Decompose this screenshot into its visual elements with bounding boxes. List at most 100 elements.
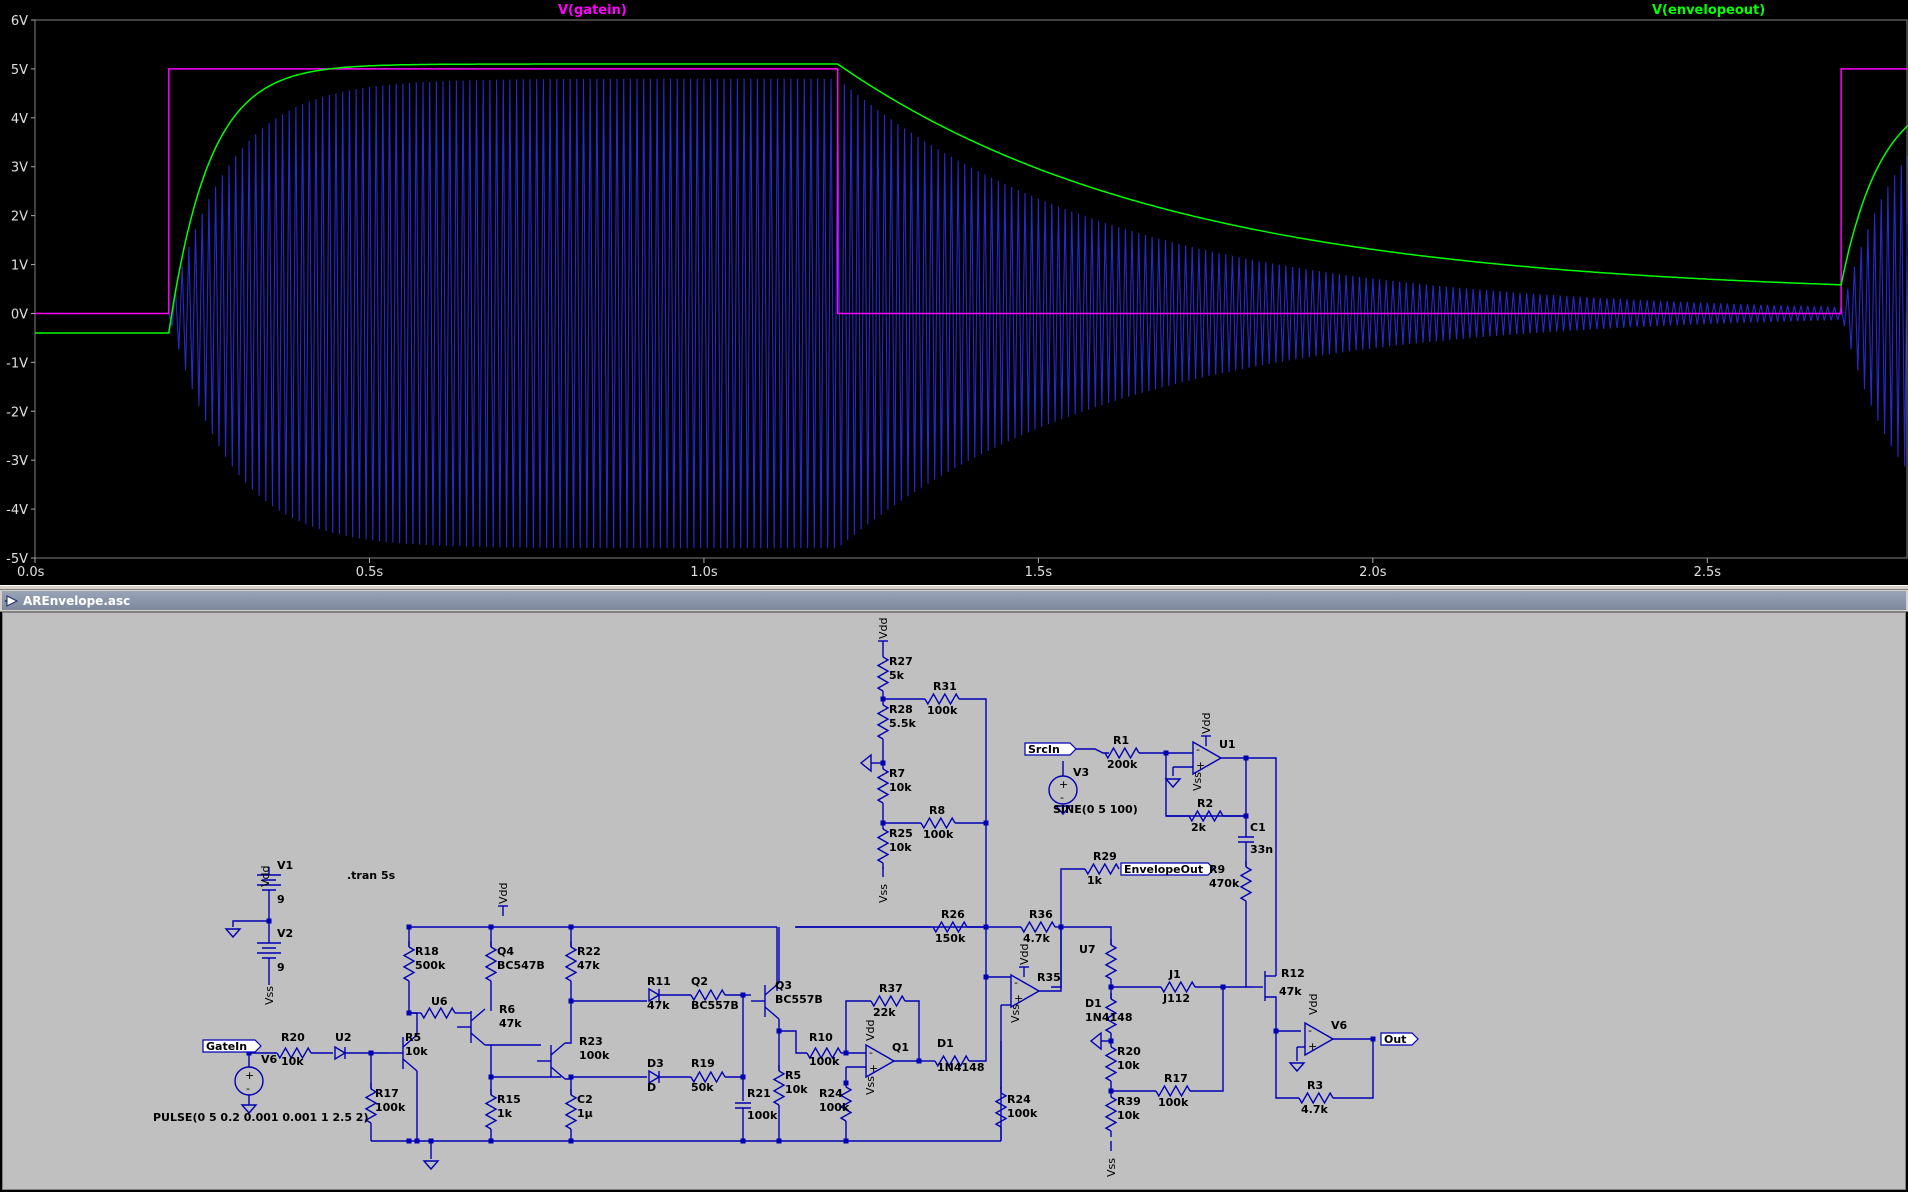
resistor-symbol[interactable] bbox=[920, 816, 956, 830]
capacitor-symbol[interactable] bbox=[735, 1102, 751, 1109]
resistor-symbol[interactable] bbox=[1084, 862, 1120, 876]
component-ref: R24 bbox=[1007, 1093, 1031, 1106]
resistor-symbol[interactable] bbox=[876, 768, 890, 804]
resistor-symbol[interactable] bbox=[772, 1070, 786, 1106]
component-ref: C2 bbox=[577, 1093, 593, 1106]
trace-label-envelopeout[interactable]: V(envelopeout) bbox=[1652, 3, 1765, 18]
component-ref: R18 bbox=[415, 945, 439, 958]
envelope-out-label-flag[interactable] bbox=[1120, 862, 1215, 876]
resistor-symbol[interactable] bbox=[1298, 1091, 1334, 1105]
component-ref: V6 bbox=[1331, 1019, 1348, 1032]
resistor-symbol[interactable] bbox=[924, 692, 960, 706]
ground-symbol bbox=[224, 928, 242, 939]
component-value: 9 bbox=[277, 961, 285, 974]
component-value: 47k bbox=[647, 999, 670, 1012]
resistor-symbol[interactable] bbox=[564, 1094, 578, 1130]
resistor-symbol[interactable] bbox=[1104, 1046, 1118, 1082]
resistor-symbol[interactable] bbox=[932, 920, 968, 934]
resistor-symbol[interactable] bbox=[876, 704, 890, 740]
component-ref: R27 bbox=[889, 655, 913, 668]
component-value: 150k bbox=[935, 932, 966, 945]
resistor-symbol[interactable] bbox=[994, 1092, 1008, 1128]
resistor-symbol[interactable] bbox=[1104, 746, 1140, 760]
resistor-symbol[interactable] bbox=[402, 946, 416, 982]
resistor-symbol[interactable] bbox=[420, 1006, 456, 1020]
schematic-canvas[interactable]: VddR275kR31100kR285.5kR710kR8100kR2510kV… bbox=[3, 613, 1906, 1190]
resistor-symbol[interactable] bbox=[934, 1054, 970, 1068]
resistor-symbol[interactable] bbox=[1104, 1096, 1118, 1132]
voltage-source-symbol[interactable] bbox=[234, 1066, 264, 1096]
y-tick-label: 3V bbox=[11, 161, 28, 176]
resistor-symbol[interactable] bbox=[564, 946, 578, 982]
pane-splitter[interactable] bbox=[0, 585, 1908, 590]
resistor-symbol[interactable] bbox=[276, 1046, 312, 1060]
resistor-symbol[interactable] bbox=[1155, 1084, 1191, 1098]
component-ref: D1 bbox=[937, 1037, 954, 1050]
resistor-symbol[interactable] bbox=[484, 946, 498, 982]
resistor-symbol[interactable] bbox=[1160, 980, 1196, 994]
resistor-symbol[interactable] bbox=[1104, 998, 1118, 1034]
component-value: 10k bbox=[1117, 1109, 1140, 1122]
component-value: 10k bbox=[1117, 1059, 1140, 1072]
component-value: 1N4148 bbox=[937, 1061, 984, 1074]
u6-vdd-label: Vdd bbox=[864, 1020, 877, 1042]
srcin-label: SrcIn bbox=[1028, 743, 1060, 756]
x-tick-label: 0.0s bbox=[17, 565, 45, 580]
source-plus: + bbox=[1059, 778, 1068, 791]
resistor-symbol[interactable] bbox=[876, 828, 890, 864]
component-ref: D3 bbox=[647, 1057, 664, 1070]
capacitor-symbol[interactable] bbox=[1238, 836, 1254, 843]
opamp-symbol[interactable] bbox=[1010, 973, 1041, 1009]
resistor-symbol[interactable] bbox=[690, 1070, 726, 1084]
diode-symbol[interactable] bbox=[648, 1069, 661, 1085]
resistor-symbol[interactable] bbox=[1239, 866, 1253, 902]
out-label-flag[interactable] bbox=[1380, 1032, 1419, 1046]
trace-label-gatein[interactable]: V(gatein) bbox=[558, 3, 627, 18]
component-value: 33n bbox=[1250, 843, 1273, 856]
opamp-symbol[interactable] bbox=[865, 1043, 896, 1079]
component-ref: R19 bbox=[691, 1057, 715, 1070]
resistor-symbol[interactable] bbox=[1188, 809, 1224, 823]
resistor-symbol[interactable] bbox=[690, 988, 726, 1002]
battery-symbol[interactable] bbox=[257, 874, 281, 891]
diode-symbol[interactable] bbox=[648, 987, 661, 1003]
ground-symbol bbox=[1054, 805, 1072, 816]
opamp-symbol[interactable] bbox=[1192, 740, 1223, 776]
component-ref: V2 bbox=[277, 927, 293, 940]
resistor-symbol[interactable] bbox=[839, 1086, 853, 1122]
component-ref: Q4 bbox=[497, 945, 514, 958]
component-ref: R17 bbox=[1164, 1072, 1188, 1085]
resistor-symbol[interactable] bbox=[876, 656, 890, 692]
component-value: 100k bbox=[1007, 1107, 1038, 1120]
opamp-minus: - bbox=[869, 1046, 873, 1059]
component-ref: R28 bbox=[889, 703, 913, 716]
x-tick-label: 2.5s bbox=[1694, 565, 1722, 580]
resistor-symbol[interactable] bbox=[806, 1046, 842, 1060]
component-value: 10k bbox=[281, 1055, 304, 1068]
voltage-source-symbol[interactable] bbox=[1048, 775, 1078, 805]
gatein-label-flag[interactable] bbox=[202, 1039, 262, 1053]
document-tab-bar: AREnvelope.asc bbox=[0, 590, 1908, 612]
component-value: 100k bbox=[809, 1055, 840, 1068]
opamp-symbol[interactable] bbox=[1304, 1021, 1335, 1057]
component-value: 10k bbox=[405, 1045, 428, 1058]
component-value: 100k bbox=[819, 1101, 850, 1114]
battery-symbol[interactable] bbox=[257, 942, 281, 959]
component-value: 200k bbox=[1107, 758, 1138, 771]
resistor-symbol[interactable] bbox=[484, 1094, 498, 1130]
resistor-symbol[interactable] bbox=[870, 994, 906, 1008]
component-ref: R1 bbox=[1113, 734, 1129, 747]
diode-symbol[interactable] bbox=[334, 1045, 347, 1061]
component-value: BC557B bbox=[775, 993, 823, 1006]
srcin-label-flag[interactable] bbox=[1024, 742, 1077, 756]
document-tab[interactable]: AREnvelope.asc bbox=[2, 591, 1906, 610]
u6-vss-label: Vss bbox=[864, 1076, 877, 1095]
component-value: 5k bbox=[889, 669, 905, 682]
resistor-symbol[interactable] bbox=[364, 1088, 378, 1124]
resistor-symbol[interactable] bbox=[1020, 920, 1056, 934]
resistor-symbol[interactable] bbox=[1104, 944, 1118, 980]
